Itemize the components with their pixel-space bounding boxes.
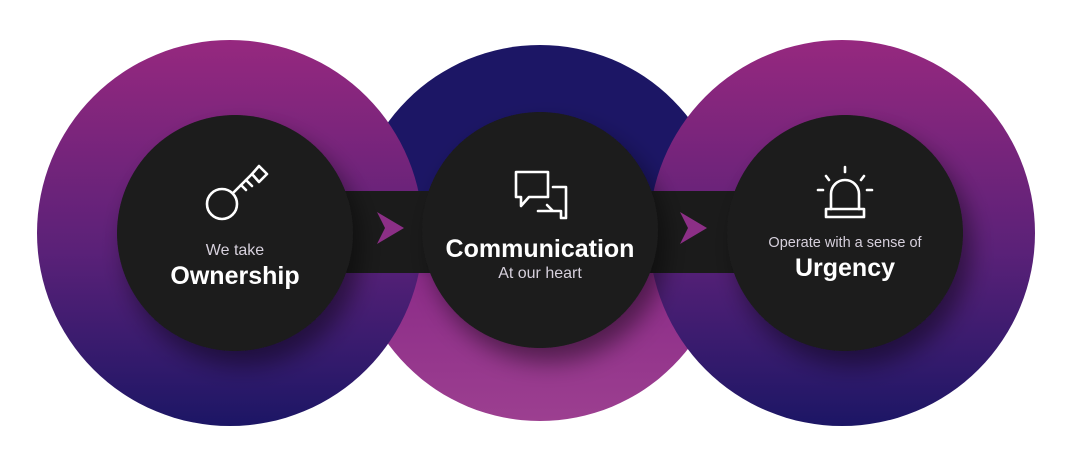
ownership-title: Ownership — [170, 262, 300, 290]
communication-subtitle: At our heart — [498, 265, 582, 282]
chat-bubbles-icon — [514, 170, 568, 220]
ownership-prefix: We take — [205, 242, 265, 259]
arrow-right-icon — [377, 212, 404, 244]
urgency-title: Urgency — [794, 254, 896, 282]
core-urgency — [727, 115, 963, 351]
core-communication — [422, 112, 658, 348]
alarm-siren-icon — [816, 165, 874, 219]
key-icon — [205, 164, 269, 221]
arrow-right-icon — [680, 212, 707, 244]
core-ownership — [117, 115, 353, 351]
communication-title: Communication — [445, 235, 635, 263]
urgency-prefix: Operate with a sense of — [768, 235, 922, 251]
